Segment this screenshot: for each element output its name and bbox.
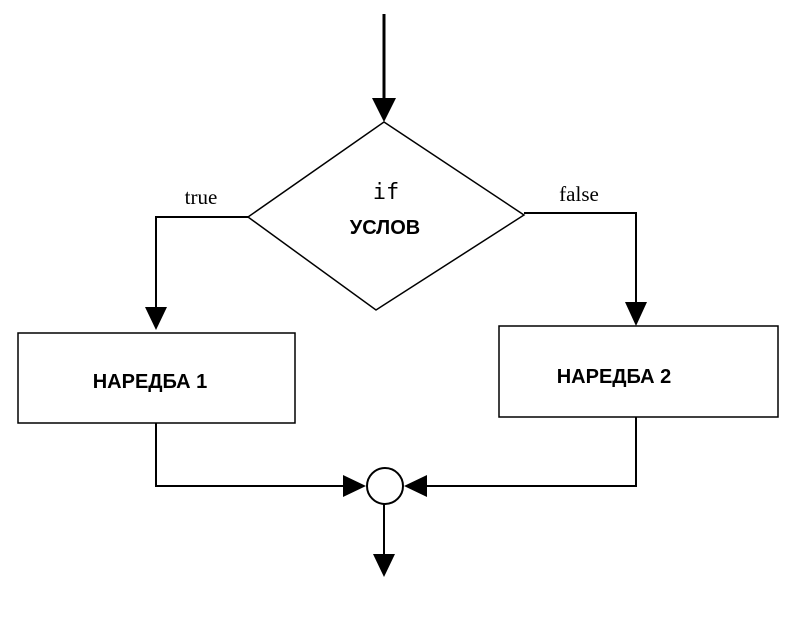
action-box-left-label: НАРЕДБА 1 <box>93 371 208 393</box>
entry-arrowhead <box>372 98 396 122</box>
left-merge-arrowhead <box>343 475 366 497</box>
action-box-right-label: НАРЕДБА 2 <box>557 366 672 388</box>
left-merge-line <box>155 423 346 487</box>
true-branch-line <box>155 216 248 310</box>
false-branch-line <box>524 212 637 304</box>
true-branch-label: true <box>185 185 218 209</box>
right-merge-line <box>424 417 637 487</box>
false-branch-arrowhead <box>625 302 647 326</box>
decision-diamond <box>246 121 526 311</box>
decision-keyword: if <box>373 180 400 205</box>
merge-connector-circle <box>366 467 404 505</box>
exit-arrowhead <box>373 554 395 577</box>
false-branch-label: false <box>559 182 599 206</box>
right-merge-arrowhead <box>404 475 427 497</box>
decision-condition-label: УСЛОВ <box>350 217 420 239</box>
action-box-right <box>498 325 779 418</box>
true-branch-arrowhead <box>145 307 167 330</box>
